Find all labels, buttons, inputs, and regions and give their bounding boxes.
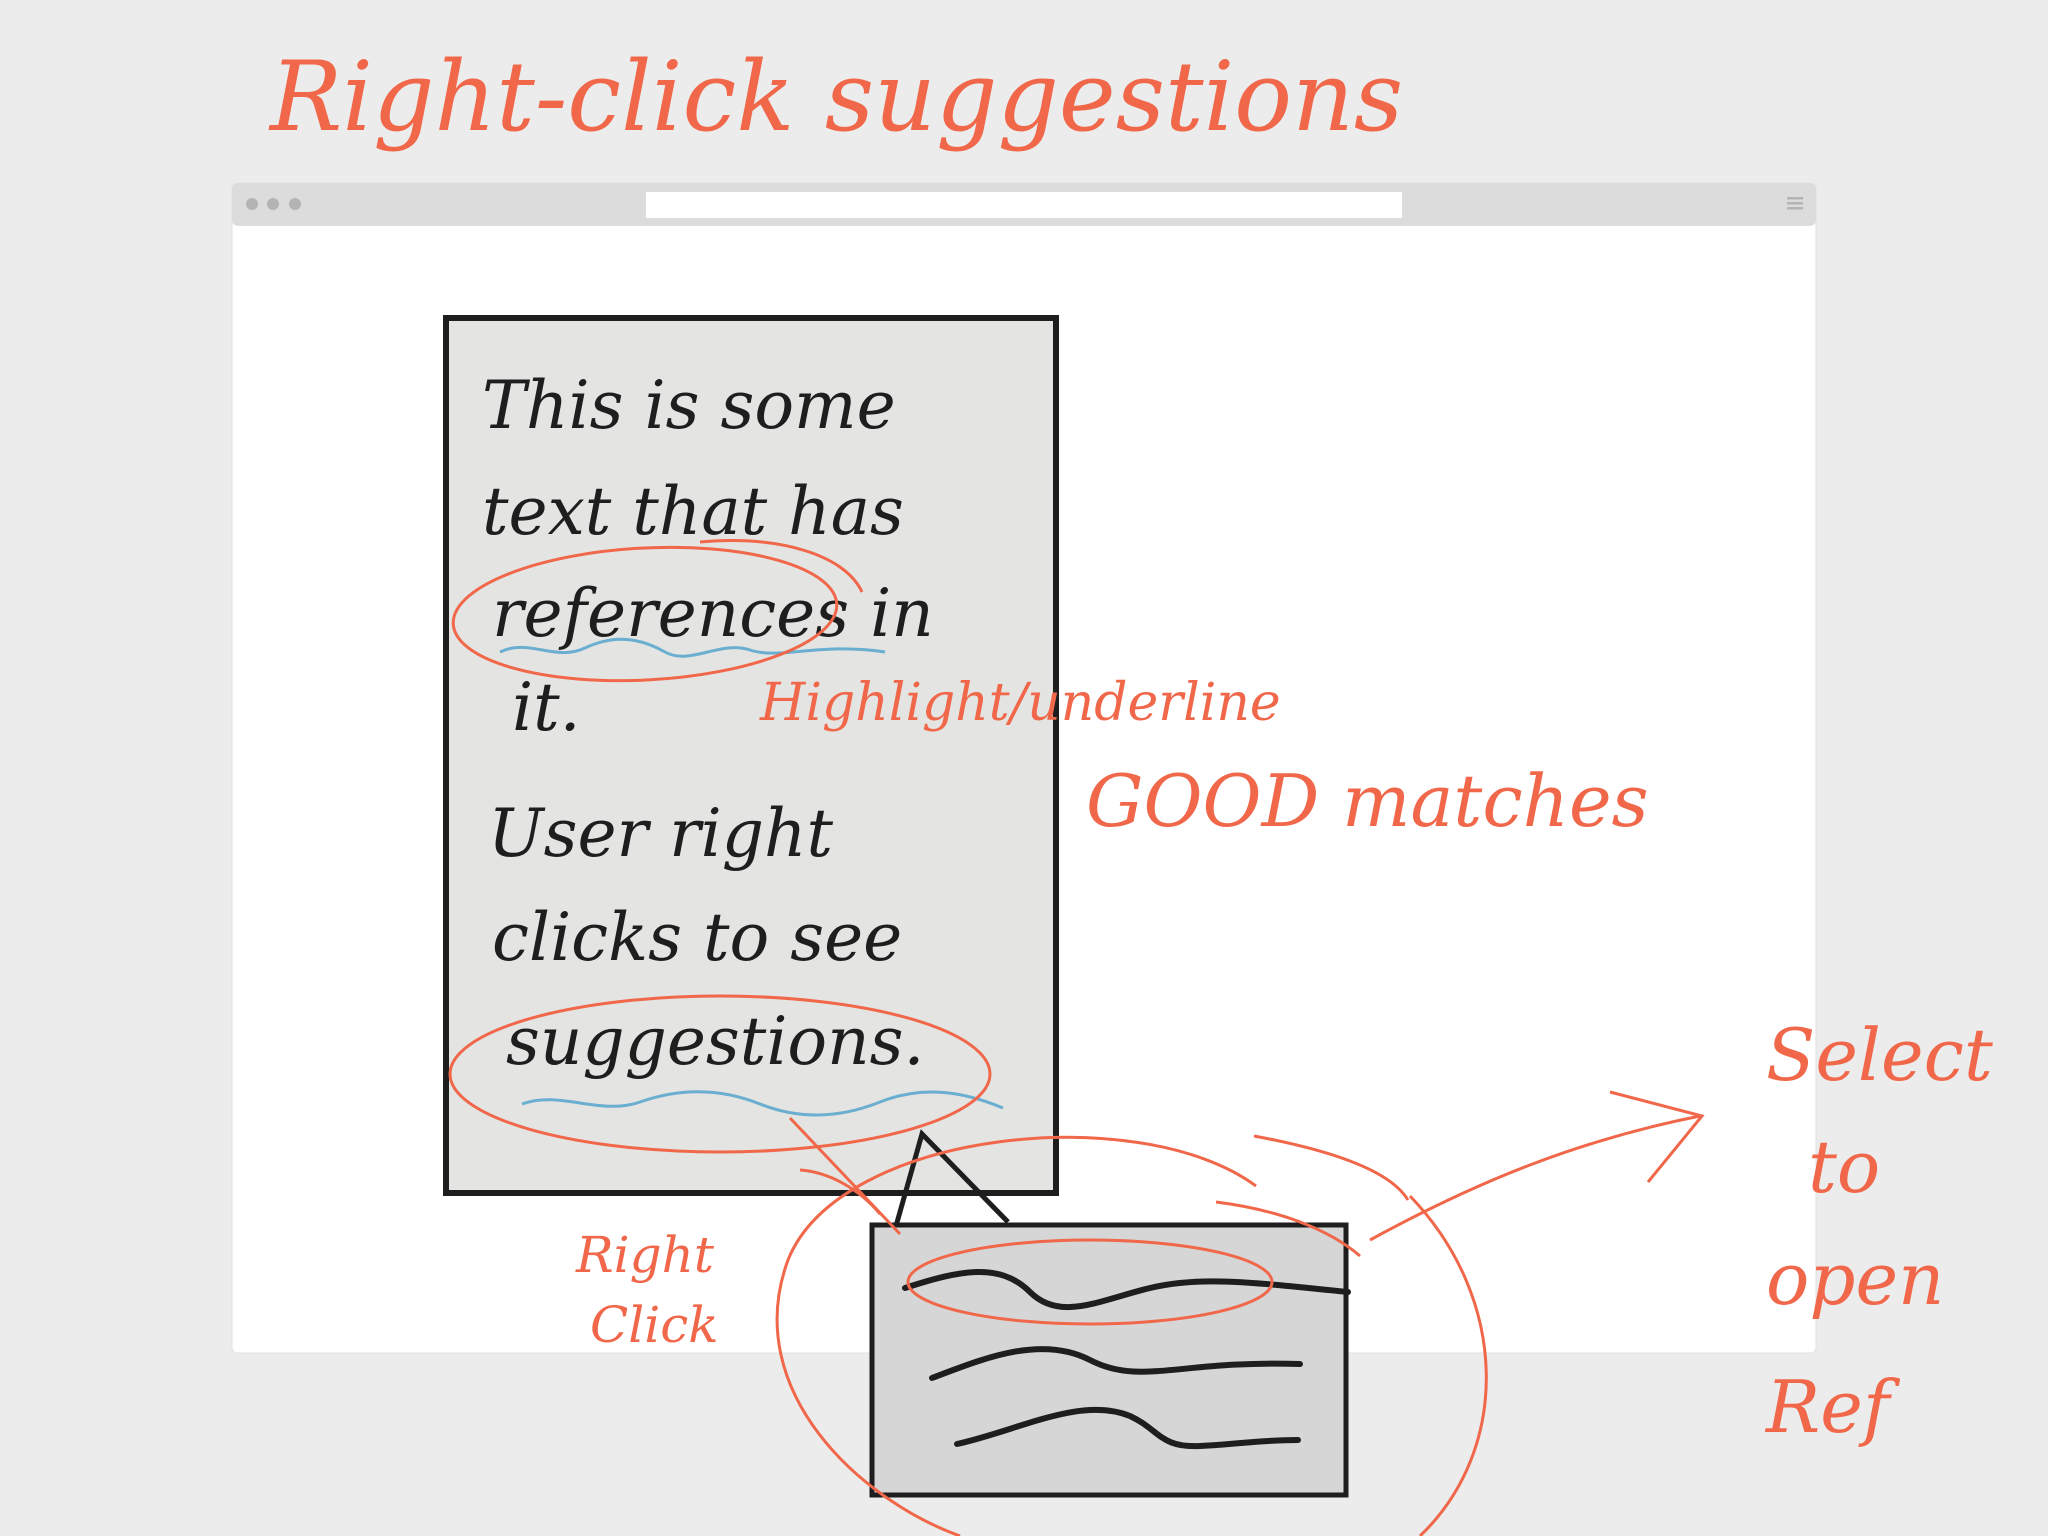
first-suggestion-circle (906, 1238, 1274, 1326)
window-dots-icon (246, 198, 301, 210)
annotation-highlight: Highlight/underline (759, 673, 1281, 733)
annotation-select: Select to open Ref (1764, 1013, 2016, 1449)
card-line-4: it. (512, 669, 581, 746)
text-card: This is some text that has references in… (443, 315, 1059, 1196)
annotation-right-click: Right Click (575, 1226, 730, 1354)
card-line-7: suggestions. (506, 1003, 925, 1080)
card-line-6: clicks to see (492, 899, 902, 976)
hamburger-menu-icon[interactable] (1787, 197, 1803, 210)
popup-pointer (893, 1129, 1010, 1227)
annotation-right-click-word2: Click (590, 1296, 719, 1354)
suggestion-popup (869, 1129, 1351, 1498)
references-circle (451, 545, 839, 683)
suggestions-circle (448, 994, 992, 1154)
right-click-arrow-curve (799, 1168, 882, 1215)
popup-loop-arc-inner (1215, 1200, 1361, 1258)
references-circle-tail (699, 539, 864, 593)
suggestion-line-2[interactable] (929, 1346, 1303, 1381)
suggestion-line-1[interactable] (902, 1269, 1351, 1310)
suggestions-squiggle (521, 1090, 1004, 1117)
popup-box (869, 1222, 1349, 1498)
popup-loop-arc (1253, 1134, 1410, 1201)
select-arrow (1369, 1114, 1701, 1242)
suggestion-line-3[interactable] (954, 1406, 1301, 1450)
card-line-3: references in (492, 575, 934, 652)
sketch-title: Right-click suggestions (268, 41, 1403, 153)
annotation-good-matches: GOOD matches (1086, 759, 1649, 843)
annotation-right-click-word1: Right (575, 1226, 715, 1284)
address-bar[interactable] (646, 192, 1402, 218)
text-card-box (443, 315, 1059, 1196)
card-line-5: User right (488, 795, 833, 872)
select-arrow-head (1609, 1090, 1705, 1183)
card-line-2: text that has (482, 473, 904, 550)
card-line-1: This is some (482, 367, 896, 444)
right-click-arrow (788, 1116, 902, 1236)
popup-big-loop (775, 1135, 1488, 1536)
